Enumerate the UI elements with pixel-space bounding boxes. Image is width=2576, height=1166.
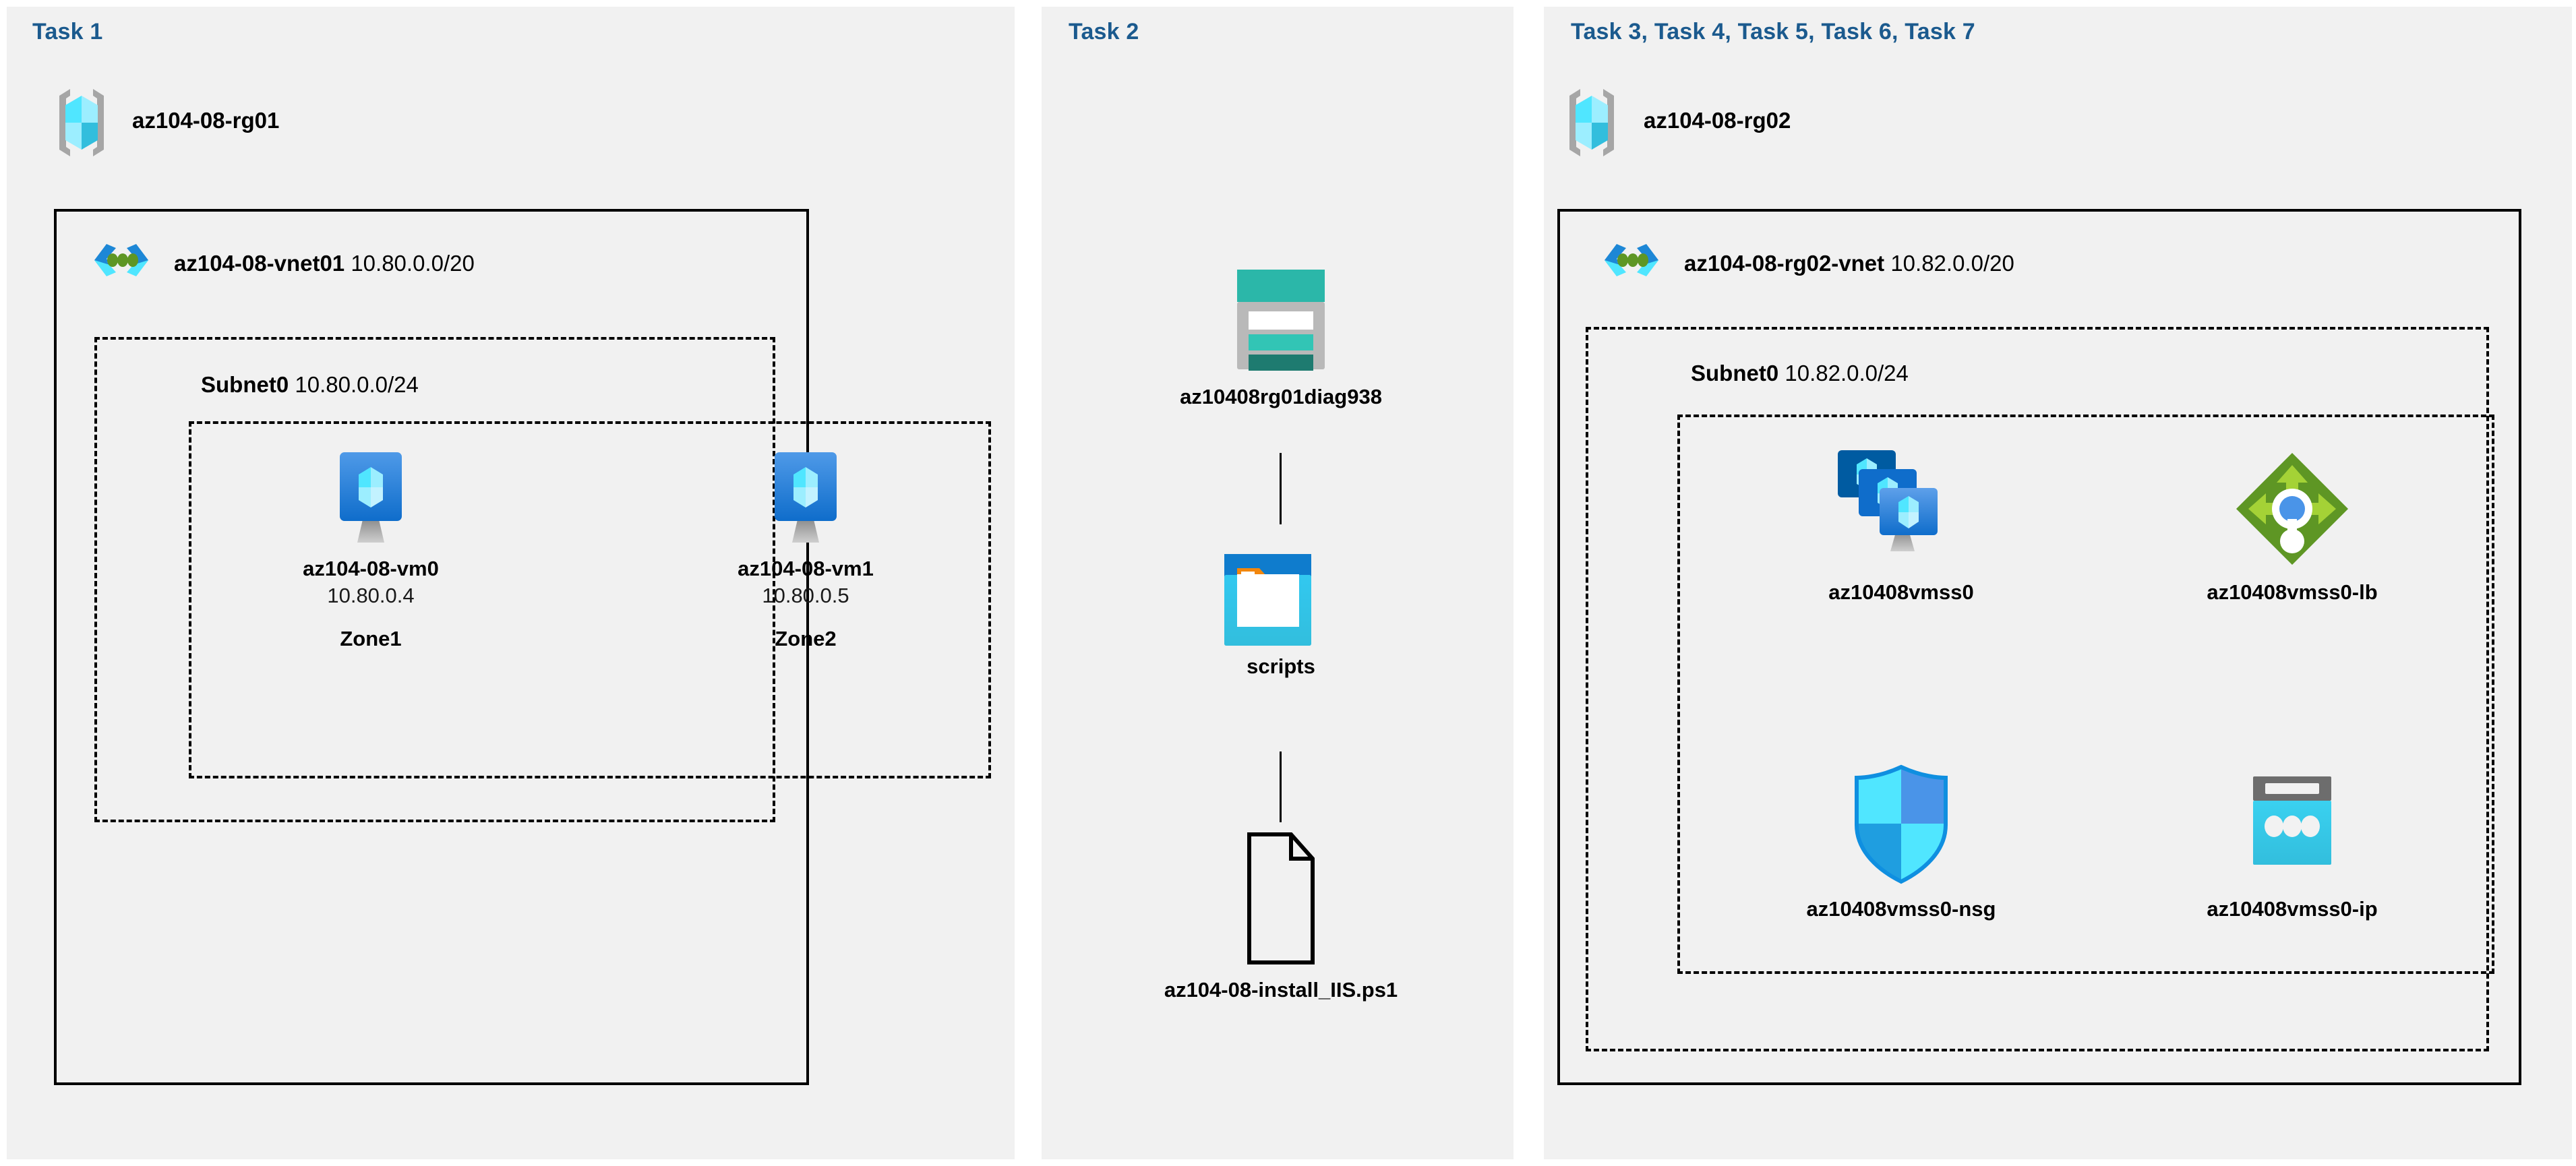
storage-account-name: az10408rg01diag938 <box>1180 385 1382 408</box>
blob-container-icon-wrap <box>1146 532 1416 647</box>
subnet-label-right: Subnet0 10.82.0.0/24 <box>1691 361 1909 386</box>
file-icon-wrap <box>1079 829 1483 971</box>
subnet-inner-box-right <box>1677 415 2494 974</box>
public-ip-address-icon <box>2253 776 2331 865</box>
vm-ip-1: 10.80.0.5 <box>762 583 849 607</box>
vm-icon-wrap-0 <box>270 448 472 549</box>
container-name: scripts <box>1247 654 1315 678</box>
virtual-network-icon <box>94 244 148 276</box>
subnet-name-right: Subnet0 <box>1691 361 1779 386</box>
resource-group-label-right: az104-08-rg02 <box>1644 108 1791 133</box>
vm-name-1: az104-08-vm1 <box>738 557 874 580</box>
vnet-cidr-right: 10.82.0.0/20 <box>1890 251 2014 276</box>
vnet-name-right: az104-08-rg02-vnet <box>1684 251 1885 276</box>
zone-box-left <box>189 421 991 778</box>
vm-ip-0: 10.80.0.4 <box>327 583 415 607</box>
container-node[interactable]: scripts <box>1146 532 1416 680</box>
virtual-network-icon-left-wrap <box>86 241 156 299</box>
nsg-node[interactable]: az10408vmss0-nsg <box>1760 762 2043 923</box>
vnet-box-left <box>54 209 809 1085</box>
vm-name-0: az104-08-vm0 <box>303 557 439 580</box>
task-title-3: Task 3, Task 4, Task 5, Task 6, Task 7 <box>1571 19 1975 44</box>
resource-group-icon <box>1569 89 1614 156</box>
subnet-box-left <box>94 337 775 822</box>
network-security-group-icon <box>1855 764 1948 884</box>
file-node[interactable]: az104-08-install_IIS.ps1 <box>1079 829 1483 1004</box>
subnet-box-right <box>1586 327 2489 1051</box>
load-balancer-name: az10408vmss0-lb <box>2207 580 2378 604</box>
vnet-cidr-left: 10.80.0.0/20 <box>351 251 475 276</box>
resource-group-name-right: az104-08-rg02 <box>1644 108 1791 133</box>
vm-zone-0: Zone1 <box>340 627 402 651</box>
vmss-name: az10408vmss0 <box>1828 580 1974 604</box>
vnet-name-left: az104-08-vnet01 <box>174 251 345 276</box>
public-ip-address-icon-wrap <box>2151 762 2434 890</box>
resource-group-name-left: az104-08-rg01 <box>132 108 280 133</box>
file-icon <box>1247 832 1315 964</box>
vnet-label-left: az104-08-vnet01 10.80.0.0/20 <box>174 251 475 276</box>
vnet-label-right: az104-08-rg02-vnet 10.82.0.0/20 <box>1684 251 2014 276</box>
subnet-cidr-left: 10.80.0.0/24 <box>295 372 419 397</box>
panel-task3-7 <box>1544 7 2572 1159</box>
vmss-node[interactable]: az10408vmss0 <box>1760 445 2043 606</box>
connector-storage-to-container <box>1280 453 1282 524</box>
public-ip-name: az10408vmss0-ip <box>2207 897 2378 921</box>
connector-container-to-file <box>1280 751 1282 822</box>
task-title-2: Task 2 <box>1069 19 1139 44</box>
nsg-name: az10408vmss0-nsg <box>1806 897 1996 921</box>
storage-account-node[interactable]: az10408rg01diag938 <box>1092 263 1470 410</box>
load-balancer-node[interactable]: az10408vmss0-lb <box>2151 445 2434 606</box>
vm-node-0[interactable]: az104-08-vm0 10.80.0.4 Zone1 <box>270 448 472 651</box>
vnet-box-right <box>1557 209 2521 1085</box>
vm-icon-wrap-1 <box>705 448 907 549</box>
vm-scale-set-icon <box>1838 450 1938 551</box>
subnet-name-left: Subnet0 <box>201 372 289 397</box>
subnet-label-left: Subnet0 10.80.0.0/24 <box>201 372 419 398</box>
public-ip-node[interactable]: az10408vmss0-ip <box>2151 762 2434 923</box>
storage-account-icon-wrap <box>1092 263 1470 377</box>
blob-container-icon <box>1224 554 1311 646</box>
storage-account-icon <box>1237 270 1325 371</box>
virtual-network-icon-right-wrap <box>1596 241 1667 299</box>
resource-group-label-left: az104-08-rg01 <box>132 108 279 133</box>
resource-group-icon-right-wrap <box>1563 86 1621 159</box>
panel-task1 <box>7 7 1015 1159</box>
load-balancer-icon-wrap <box>2151 445 2434 573</box>
vm-scale-set-icon-wrap <box>1760 445 2043 573</box>
virtual-machine-icon <box>340 452 402 543</box>
network-security-group-icon-wrap <box>1760 762 2043 890</box>
load-balancer-icon <box>2236 453 2348 565</box>
resource-group-icon <box>59 89 104 156</box>
virtual-machine-icon <box>775 452 837 543</box>
task-title-1: Task 1 <box>32 19 103 44</box>
file-name: az104-08-install_IIS.ps1 <box>1164 978 1398 1002</box>
vm-zone-1: Zone2 <box>775 627 837 651</box>
vm-node-1[interactable]: az104-08-vm1 10.80.0.5 Zone2 <box>705 448 907 651</box>
subnet-cidr-right: 10.82.0.0/24 <box>1785 361 1909 386</box>
resource-group-icon-left-wrap <box>53 86 111 159</box>
virtual-network-icon <box>1605 244 1658 276</box>
